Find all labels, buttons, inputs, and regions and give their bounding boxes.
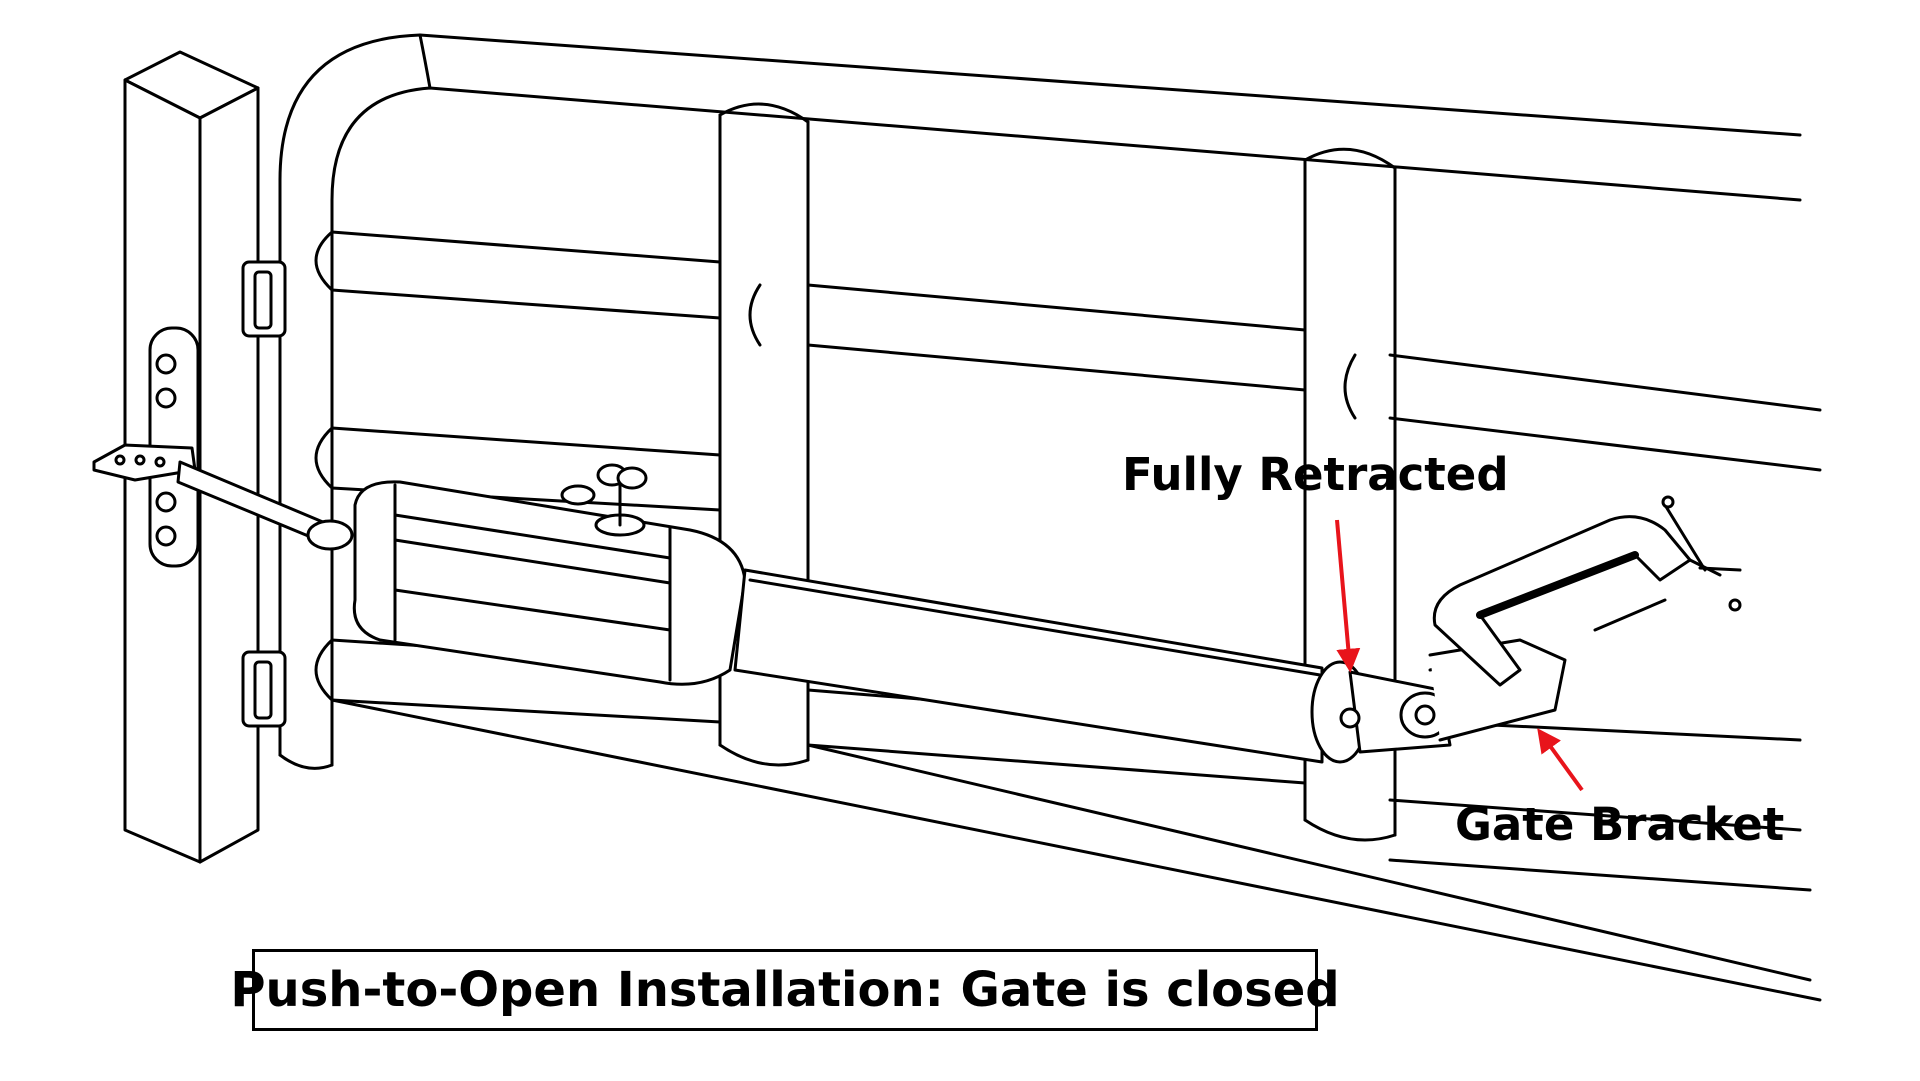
front-rod-end [1310,660,1452,764]
opener-rear-arm [176,460,354,551]
fully-retracted-label: Fully Retracted [1122,448,1509,501]
opener-motor-housing [352,480,747,686]
callout-arrows [1335,519,1584,792]
caption-text: Push-to-Open Installation: Gate is close… [230,962,1340,1018]
gate-clamp [1432,495,1742,687]
gate-top-rail [278,33,1802,202]
caption-box: Push-to-Open Installation: Gate is close… [230,949,1340,1031]
release-key-icon [560,463,648,537]
post-bracket [92,326,200,568]
retracted-arrow [1335,519,1361,673]
gate-hinges [241,260,287,728]
gate-end-tube [278,178,334,770]
opener-extension-tube [733,568,1324,764]
bracket-arrow [1537,728,1584,792]
gate-bottom-rails [330,698,1822,1002]
gate-bracket-label: Gate Bracket [1455,798,1785,851]
